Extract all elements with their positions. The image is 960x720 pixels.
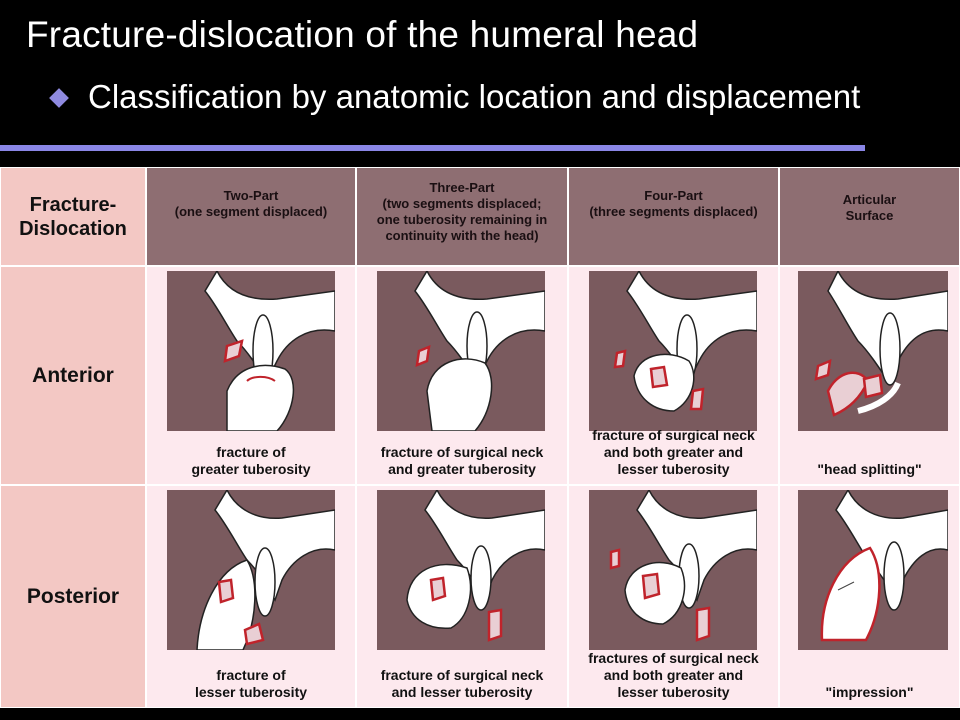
corner-line-2: Dislocation (19, 217, 127, 240)
col-subtitle: one tuberosity remaining in (376, 212, 548, 227)
caption-line: fracture of (216, 667, 286, 683)
caption: fractures of surgical neck and both grea… (569, 650, 778, 701)
col-subtitle: Surface (845, 208, 894, 223)
row-label-anterior: Anterior (0, 266, 146, 485)
caption: fracture of surgical neck and greater tu… (357, 444, 567, 478)
figure-posterior-two-part: fracture of lesser tuberosity (146, 485, 356, 708)
caption-line: "head splitting" (817, 461, 922, 477)
caption-line: lesser tuberosity (617, 461, 730, 477)
col-subtitle: (two segments displaced; (382, 196, 542, 211)
corner-header: Fracture- Dislocation (0, 167, 146, 266)
posterior-two-part-illustration (167, 490, 335, 650)
anterior-four-part-illustration (589, 271, 757, 431)
col-header-four-part: Four-Part (three segments displaced) (568, 167, 779, 266)
caption-line: "impression" (825, 684, 914, 700)
bullet-text: Classification by anatomic location and … (88, 78, 861, 115)
posterior-articular-illustration (798, 490, 948, 650)
caption-line: fracture of (216, 444, 286, 460)
caption-line: and both greater and (603, 444, 744, 460)
caption-line: and greater tuberosity (388, 461, 536, 477)
figure-posterior-three-part: fracture of surgical neck and lesser tub… (356, 485, 568, 708)
caption-line: fracture of surgical neck (380, 667, 544, 683)
posterior-three-part-illustration (377, 490, 545, 650)
caption-line: fractures of surgical neck (588, 650, 759, 666)
caption-line: and both greater and (603, 667, 744, 683)
figure-posterior-articular: "impression" (779, 485, 960, 708)
caption: "head splitting" (780, 461, 959, 478)
divider-rule (0, 145, 865, 151)
caption: fracture of greater tuberosity (147, 444, 355, 478)
classification-table: Fracture- Dislocation Two-Part (one segm… (0, 167, 960, 708)
col-title: Two-Part (223, 188, 279, 203)
col-title: Four-Part (644, 188, 703, 203)
slide-bullet: Classification by anatomic location and … (49, 78, 861, 116)
caption-line: fracture of surgical neck (592, 427, 755, 443)
col-subtitle: (three segments displaced) (589, 204, 758, 219)
diamond-bullet-icon (49, 88, 69, 108)
slide-title: Fracture-dislocation of the humeral head (26, 14, 699, 55)
figure-anterior-two-part: fracture of greater tuberosity (146, 266, 356, 485)
caption-line: lesser tuberosity (194, 684, 308, 700)
caption: fracture of lesser tuberosity (147, 667, 355, 701)
caption-line: and lesser tuberosity (391, 684, 533, 700)
anterior-two-part-illustration (167, 271, 335, 431)
caption: "impression" (780, 684, 959, 701)
col-header-articular: Articular Surface (779, 167, 960, 266)
col-title: Articular (842, 192, 897, 207)
caption: fracture of surgical neck and both great… (569, 427, 778, 478)
figure-anterior-three-part: fracture of surgical neck and greater tu… (356, 266, 568, 485)
row-label-posterior: Posterior (0, 485, 146, 708)
col-header-two-part: Two-Part (one segment displaced) (146, 167, 356, 266)
caption-line: lesser tuberosity (617, 684, 730, 700)
posterior-four-part-illustration (589, 490, 757, 650)
col-subtitle: continuity with the head) (385, 228, 539, 243)
anterior-three-part-illustration (377, 271, 545, 431)
caption-line: greater tuberosity (191, 461, 311, 477)
figure-anterior-articular: "head splitting" (779, 266, 960, 485)
figure-anterior-four-part: fracture of surgical neck and both great… (568, 266, 779, 485)
figure-posterior-four-part: fractures of surgical neck and both grea… (568, 485, 779, 708)
col-subtitle: (one segment displaced) (174, 204, 328, 219)
corner-line-1: Fracture- (29, 193, 117, 216)
caption: fracture of surgical neck and lesser tub… (357, 667, 567, 701)
anterior-articular-illustration (798, 271, 948, 431)
col-title: Three-Part (429, 180, 495, 195)
caption-line: fracture of surgical neck (380, 444, 544, 460)
col-header-three-part: Three-Part (two segments displaced; one … (356, 167, 568, 266)
